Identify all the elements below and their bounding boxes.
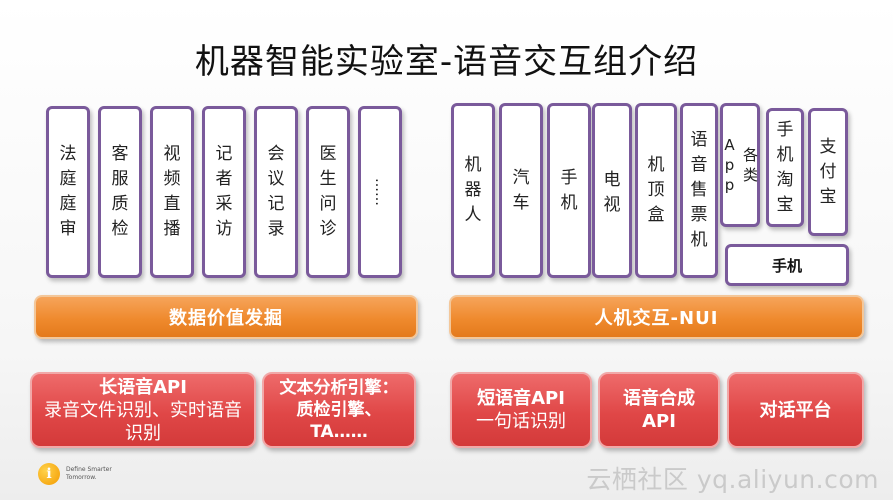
card-label: 机顶盒: [647, 155, 665, 225]
card-phone-group: 手机: [725, 244, 849, 286]
box-dialog-platform: 对话平台: [727, 372, 864, 448]
card-set-top-box: 机顶盒: [635, 103, 677, 278]
box-text-analysis-engine: 文本分析引擎： 质检引擎、 TA……: [262, 372, 416, 448]
company-logo: i Define Smarter Tomorrow.: [38, 463, 112, 485]
apps-label-group: App 各类: [722, 135, 758, 195]
card-more: ……: [358, 106, 402, 278]
box-line: 语音合成: [623, 388, 695, 409]
bar-label: 人机交互-NUI: [594, 308, 719, 329]
card-meeting-notes: 会议记录: [254, 106, 298, 278]
box-long-speech-api: 长语音API 录音文件识别、实时语音识别: [30, 372, 256, 448]
card-label: 视频直播: [163, 144, 181, 239]
logo-line: Define Smarter: [66, 466, 112, 473]
card-court-trial: 法庭庭审: [46, 106, 90, 278]
card-taobao: 手机淘宝: [766, 108, 804, 227]
bar-data-value-mining: 数据价值发掘: [34, 295, 418, 339]
card-label: 客服质检: [111, 144, 129, 239]
card-robot: 机器人: [451, 103, 495, 278]
apps-label-cn: 各类: [743, 146, 759, 184]
card-phone: 手机: [547, 103, 591, 278]
box-title: 长语音API: [99, 376, 187, 398]
watermark: 云栖社区 yq.aliyun.com: [586, 465, 879, 494]
apps-label-en: App: [724, 136, 735, 194]
box-title: 短语音API: [477, 388, 565, 409]
card-label: 医生问诊: [319, 144, 337, 239]
card-ticket-machine: 语音售票机: [680, 103, 718, 278]
box-line: TA……: [310, 422, 368, 442]
card-label: 会议记录: [267, 144, 285, 239]
box-short-speech-api: 短语音API 一句话识别: [450, 372, 592, 448]
card-label: 机器人: [464, 155, 482, 225]
card-label: 支付宝: [819, 136, 837, 207]
card-label: 手机淘宝: [776, 119, 794, 215]
card-alipay: 支付宝: [808, 108, 848, 236]
box-desc: 录音文件识别、实时语音识别: [44, 399, 242, 444]
logo-icon: i: [38, 463, 60, 485]
card-service-qc: 客服质检: [98, 106, 142, 278]
card-apps: App 各类: [720, 103, 760, 227]
card-label: 汽车: [512, 167, 530, 213]
box-tts-api: 语音合成 API: [598, 372, 720, 448]
card-label: 手机: [560, 167, 578, 213]
card-label: 记者采访: [215, 144, 233, 239]
logo-tagline: Define Smarter Tomorrow.: [66, 466, 112, 482]
card-doctor-consult: 医生问诊: [306, 106, 350, 278]
card-label: 电视: [603, 170, 621, 215]
logo-line: Tomorrow.: [66, 474, 97, 481]
card-car: 汽车: [499, 103, 543, 278]
box-line: 质检引擎、: [296, 400, 382, 420]
box-title: 对话平台: [759, 399, 832, 421]
card-label: 法庭庭审: [59, 144, 77, 239]
box-line: API: [642, 411, 676, 432]
card-video-live: 视频直播: [150, 106, 194, 278]
phone-group-label: 手机: [771, 256, 802, 275]
card-interview: 记者采访: [202, 106, 246, 278]
card-label: 语音售票机: [690, 130, 708, 250]
card-tv: 电视: [592, 103, 632, 278]
box-line: 文本分析引擎：: [279, 378, 399, 398]
bar-label: 数据价值发掘: [169, 308, 283, 329]
card-label: ……: [372, 178, 388, 206]
bar-hci-nui: 人机交互-NUI: [449, 295, 864, 339]
page-title: 机器智能实验室-语音交互组介绍: [194, 42, 699, 82]
box-desc: 一句话识别: [476, 411, 566, 432]
